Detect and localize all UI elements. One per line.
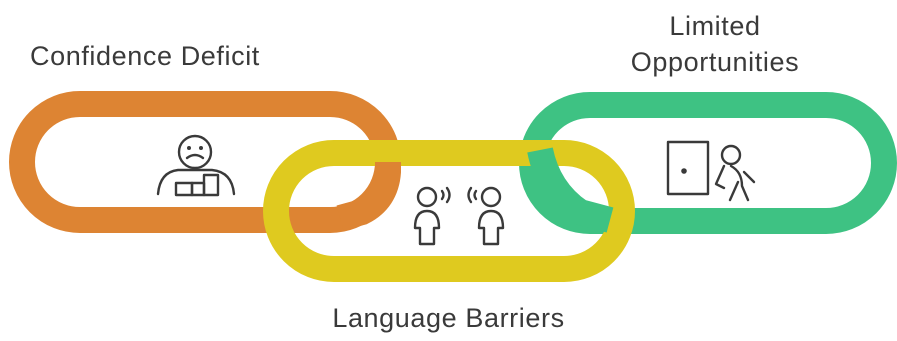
confidence-link-overlap	[336, 162, 401, 231]
limited-opportunities-label: Limited Opportunities	[590, 8, 840, 80]
two-people-talking-icon	[413, 186, 505, 246]
limited-opportunities-line-2: Opportunities	[630, 47, 800, 77]
limited-link-overlap	[527, 147, 614, 233]
confidence-deficit-label: Confidence Deficit	[30, 41, 260, 71]
language-barriers-link	[263, 140, 635, 282]
person-leaving-door-icon	[666, 140, 756, 202]
language-barriers-label: Language Barriers	[332, 303, 565, 333]
person-with-boxes-icon	[156, 134, 236, 197]
limited-opportunities-line-1: Limited	[669, 11, 761, 41]
